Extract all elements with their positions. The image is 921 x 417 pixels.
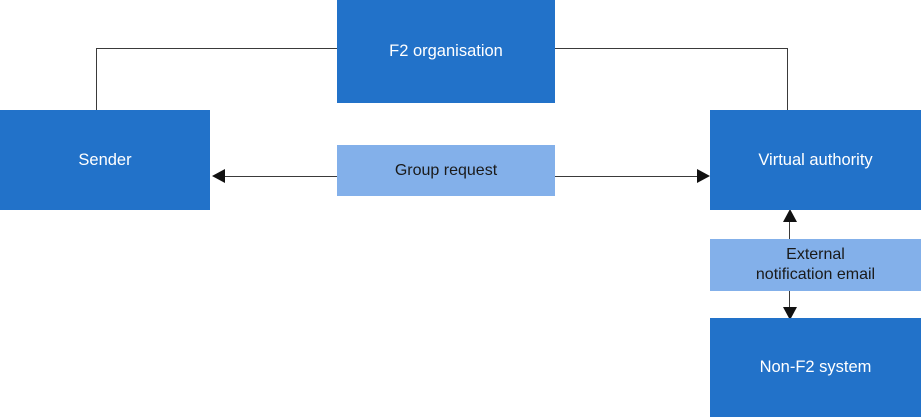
node-non-f2-system-label: Non-F2 system xyxy=(759,358,872,377)
arrowhead-to-virtual-authority-up-icon xyxy=(783,209,797,222)
node-virtual-authority-label: Virtual authority xyxy=(758,150,873,169)
connector-f2-to-virtual-authority-vertical xyxy=(787,48,788,111)
connector-f2-to-virtual-authority-horizontal xyxy=(554,48,788,49)
node-virtual-authority[interactable]: Virtual authority xyxy=(710,110,921,210)
arrowhead-to-virtual-authority-icon xyxy=(697,169,710,183)
connector-f2-to-sender-horizontal xyxy=(96,48,338,49)
connector-email-to-virtual-authority xyxy=(789,221,790,241)
node-group-request[interactable]: Group request xyxy=(337,145,555,196)
arrowhead-to-sender-icon xyxy=(212,169,225,183)
connector-group-request-to-sender xyxy=(222,176,340,177)
node-external-notification-email[interactable]: External notification email xyxy=(710,239,921,291)
node-sender-label: Sender xyxy=(78,150,132,169)
node-f2-organisation-label: F2 organisation xyxy=(389,42,503,61)
node-non-f2-system[interactable]: Non-F2 system xyxy=(710,318,921,417)
connector-f2-to-sender-vertical xyxy=(96,48,97,111)
node-external-notification-email-label: External notification email xyxy=(755,246,876,283)
node-sender[interactable]: Sender xyxy=(0,110,210,210)
arrowhead-to-non-f2-system-down-icon xyxy=(783,307,797,320)
connector-email-to-non-f2-system xyxy=(789,290,790,310)
node-group-request-label: Group request xyxy=(394,161,498,179)
connector-group-request-to-virtual-authority xyxy=(553,176,698,177)
node-f2-organisation[interactable]: F2 organisation xyxy=(337,0,555,103)
